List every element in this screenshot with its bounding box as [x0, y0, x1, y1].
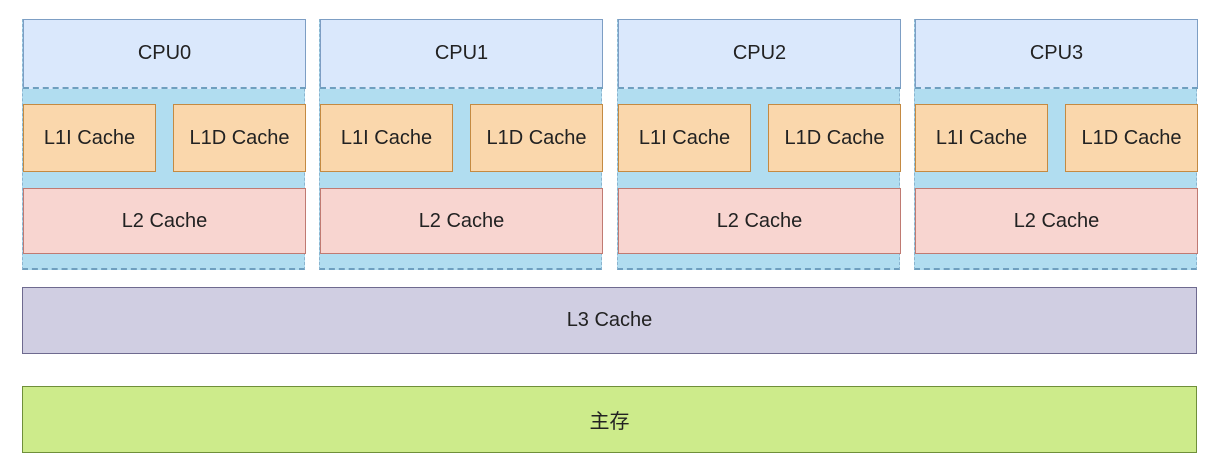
l1d-cache-2: L1D Cache — [768, 104, 901, 172]
l1i-cache-0: L1I Cache — [23, 104, 156, 172]
l2-cache-3: L2 Cache — [915, 188, 1198, 254]
l2-cache-2: L2 Cache — [618, 188, 901, 254]
l3-cache: L3 Cache — [22, 287, 1197, 354]
l1d-cache-0: L1D Cache — [173, 104, 306, 172]
cpu-box-0: CPU0 — [23, 19, 306, 89]
cpu-box-3: CPU3 — [915, 19, 1198, 89]
l1i-cache-1: L1I Cache — [320, 104, 453, 172]
cpu-group-0: CPU0 L1I Cache L1D Cache L2 Cache — [22, 19, 306, 270]
l1i-cache-3: L1I Cache — [915, 104, 1048, 172]
l2-cache-1: L2 Cache — [320, 188, 603, 254]
main-memory: 主存 — [22, 386, 1197, 453]
l1d-cache-1: L1D Cache — [470, 104, 603, 172]
cpu-group-1: CPU1 L1I Cache L1D Cache L2 Cache — [319, 19, 603, 270]
cpu-group-3: CPU3 L1I Cache L1D Cache L2 Cache — [914, 19, 1198, 270]
l2-cache-0: L2 Cache — [23, 188, 306, 254]
l1d-cache-3: L1D Cache — [1065, 104, 1198, 172]
cpu-box-2: CPU2 — [618, 19, 901, 89]
cpu-box-1: CPU1 — [320, 19, 603, 89]
cpu-group-2: CPU2 L1I Cache L1D Cache L2 Cache — [617, 19, 901, 270]
l1i-cache-2: L1I Cache — [618, 104, 751, 172]
